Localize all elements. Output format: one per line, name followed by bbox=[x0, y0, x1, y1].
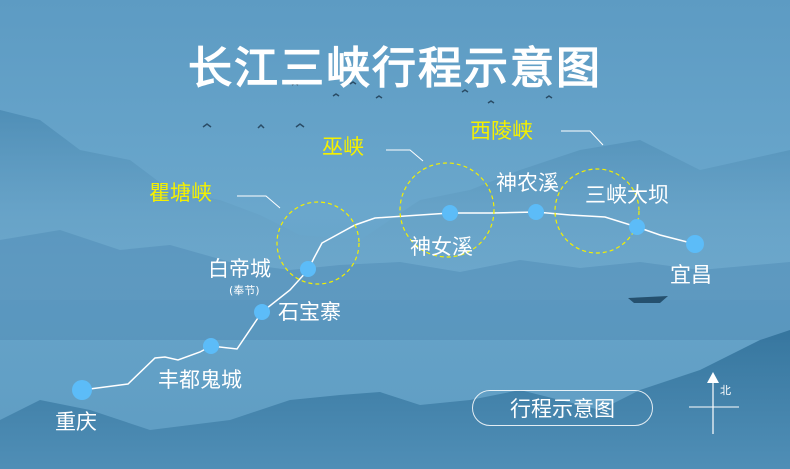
qutang-gorge-circle bbox=[276, 201, 360, 285]
wu-gorge-circle bbox=[399, 162, 495, 258]
place-label-shibaozhai: 石宝寨 bbox=[278, 300, 341, 324]
route-line bbox=[81, 211, 696, 391]
place-label-baidicheng: 白帝城 bbox=[208, 257, 271, 281]
compass-north-label: 北 bbox=[720, 384, 731, 397]
gorge-label-xiling: 西陵峡 bbox=[470, 119, 533, 143]
place-label-sanxia-dam: 三峡大坝 bbox=[585, 183, 669, 207]
mountain-mid bbox=[0, 230, 790, 340]
shibaozhai-dot[interactable] bbox=[254, 304, 270, 320]
chongqing-dot[interactable] bbox=[72, 380, 92, 400]
fengdu-dot[interactable] bbox=[203, 338, 219, 354]
place-label-yichang: 宜昌 bbox=[670, 263, 712, 287]
xiling-leader-line bbox=[561, 130, 604, 146]
place-label-fengjie: (奉节) bbox=[229, 284, 260, 297]
wu-leader-line bbox=[386, 149, 424, 162]
compass-icon bbox=[689, 372, 739, 434]
shennongxi-dot[interactable] bbox=[528, 204, 544, 220]
baidicheng-dot[interactable] bbox=[300, 261, 316, 277]
gorge-label-qutang: 瞿塘峡 bbox=[149, 181, 212, 205]
mountain-near bbox=[0, 330, 790, 469]
sanxia-dam-dot[interactable] bbox=[629, 219, 645, 235]
place-label-shennvxi: 神女溪 bbox=[410, 235, 473, 259]
place-label-shennongxi: 神农溪 bbox=[496, 171, 559, 195]
qutang-leader-line bbox=[237, 195, 281, 209]
boat-icon bbox=[628, 296, 668, 303]
page-title: 长江三峡行程示意图 bbox=[188, 43, 602, 94]
yichang-dot[interactable] bbox=[686, 235, 704, 253]
shennvxi-dot[interactable] bbox=[442, 205, 458, 221]
place-label-chongqing: 重庆 bbox=[55, 410, 97, 434]
legend-button[interactable]: 行程示意图 bbox=[472, 390, 653, 426]
birds bbox=[202, 81, 553, 129]
gorge-label-wu: 巫峡 bbox=[322, 135, 364, 159]
place-label-fengdu: 丰都鬼城 bbox=[158, 368, 242, 392]
xiling-gorge-circle bbox=[554, 168, 640, 254]
